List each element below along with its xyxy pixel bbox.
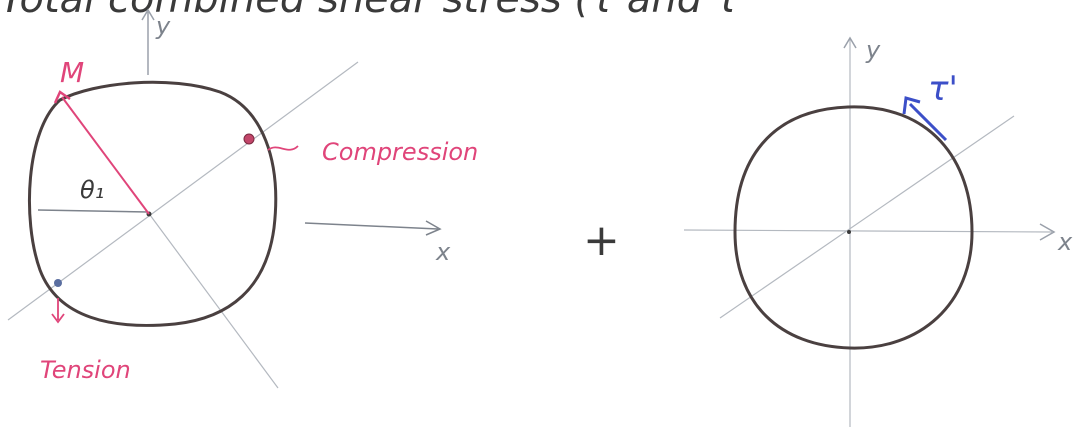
left-cross-section-circle bbox=[27, 80, 278, 327]
compression-leader bbox=[267, 145, 299, 151]
right-x-axis-arrowhead bbox=[1039, 223, 1056, 241]
left-x-axis-label: x bbox=[435, 238, 451, 266]
compression-label: Compression bbox=[322, 138, 478, 166]
left-x-axis-arrowhead bbox=[425, 220, 442, 236]
right-cross-section-circle bbox=[733, 105, 974, 350]
header-text: Total combined shear stress (τ and τ bbox=[0, 0, 740, 22]
compression-point bbox=[243, 133, 255, 145]
left-neutral-axis bbox=[7, 61, 359, 321]
left-perpendicular-line bbox=[149, 214, 279, 389]
left-x-axis bbox=[304, 222, 439, 230]
moment-vector bbox=[61, 96, 150, 215]
tension-indicator bbox=[51, 298, 65, 324]
angle-label: θ₁ bbox=[80, 176, 104, 204]
right-center-point bbox=[847, 230, 851, 234]
shear-label: τ' bbox=[928, 69, 958, 109]
right-x-axis bbox=[683, 229, 1053, 233]
plus-operator: + bbox=[583, 215, 620, 266]
shear-vector-arrowhead bbox=[902, 96, 921, 115]
left-y-axis-arrowhead bbox=[141, 8, 155, 21]
right-diagram: y x τ' bbox=[683, 36, 1073, 427]
moment-label: M bbox=[60, 56, 84, 89]
left-y-axis-label: y bbox=[155, 12, 171, 40]
tension-label: Tension bbox=[40, 356, 131, 384]
shear-vector bbox=[908, 102, 948, 142]
right-y-axis-label: y bbox=[865, 36, 881, 64]
moment-vector-arrowhead bbox=[53, 90, 71, 104]
right-x-axis-label: x bbox=[1057, 228, 1073, 256]
right-y-axis-arrowhead bbox=[843, 36, 857, 49]
tension-point bbox=[54, 279, 62, 287]
left-diagram: y x M θ₁ Compression Tension bbox=[7, 8, 478, 389]
right-diagonal-line bbox=[719, 115, 1015, 319]
left-angle-reference-line bbox=[37, 209, 149, 213]
